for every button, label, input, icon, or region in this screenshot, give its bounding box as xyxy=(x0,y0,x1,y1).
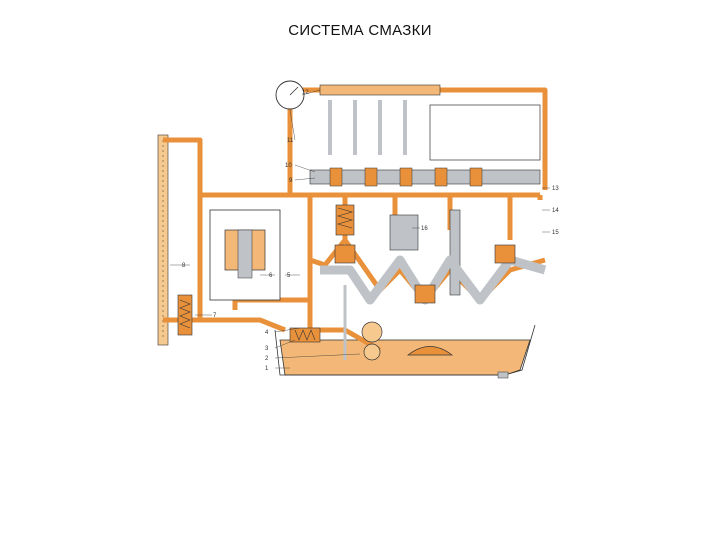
callout-14: 14 xyxy=(552,208,559,214)
drain-plug xyxy=(497,371,509,379)
cylinder-block xyxy=(429,104,541,161)
piston xyxy=(389,214,419,251)
cam-lobes xyxy=(329,167,483,187)
gauge-needle xyxy=(289,86,299,96)
callout-10: 10 xyxy=(285,163,292,169)
callout-6: 6 xyxy=(269,273,273,279)
main-bearings xyxy=(334,244,516,304)
pressure-valve-spring xyxy=(336,207,354,229)
callout-11: 11 xyxy=(287,138,294,144)
connecting-rod xyxy=(449,209,461,296)
oil-pump-gear-lower xyxy=(363,343,381,361)
callout-13: 13 xyxy=(552,186,559,192)
bypass-valve-4-spring xyxy=(294,329,316,341)
callout-7: 7 xyxy=(213,313,217,319)
callout-1: 1 xyxy=(265,366,269,372)
oil-sump xyxy=(279,339,531,376)
callout-2: 2 xyxy=(265,356,269,362)
oil-pump-gear-upper xyxy=(361,321,383,343)
callout-8: 8 xyxy=(182,263,186,269)
oil-strainer xyxy=(406,346,454,356)
callout-4: 4 xyxy=(265,330,269,336)
callout-9: 9 xyxy=(289,178,293,184)
callout-12: 12 xyxy=(302,90,309,96)
camshaft xyxy=(309,169,541,185)
rocker-shaft xyxy=(319,84,441,96)
oil-filter-core xyxy=(237,229,253,279)
lubrication-system-diagram: 1 2 3 4 5 6 7 8 9 10 11 12 13 14 15 16 xyxy=(157,80,559,379)
callout-5: 5 xyxy=(287,273,291,279)
callout-15: 15 xyxy=(552,230,559,236)
slide-title: СИСТЕМА СМАЗКИ xyxy=(288,22,432,39)
relief-valve-7-spring xyxy=(179,299,191,329)
callout-16: 16 xyxy=(421,226,428,232)
callout-3: 3 xyxy=(265,346,269,352)
callout-leaders xyxy=(170,89,550,369)
relief-valve-7 xyxy=(177,294,193,336)
valve-stems xyxy=(328,100,407,155)
